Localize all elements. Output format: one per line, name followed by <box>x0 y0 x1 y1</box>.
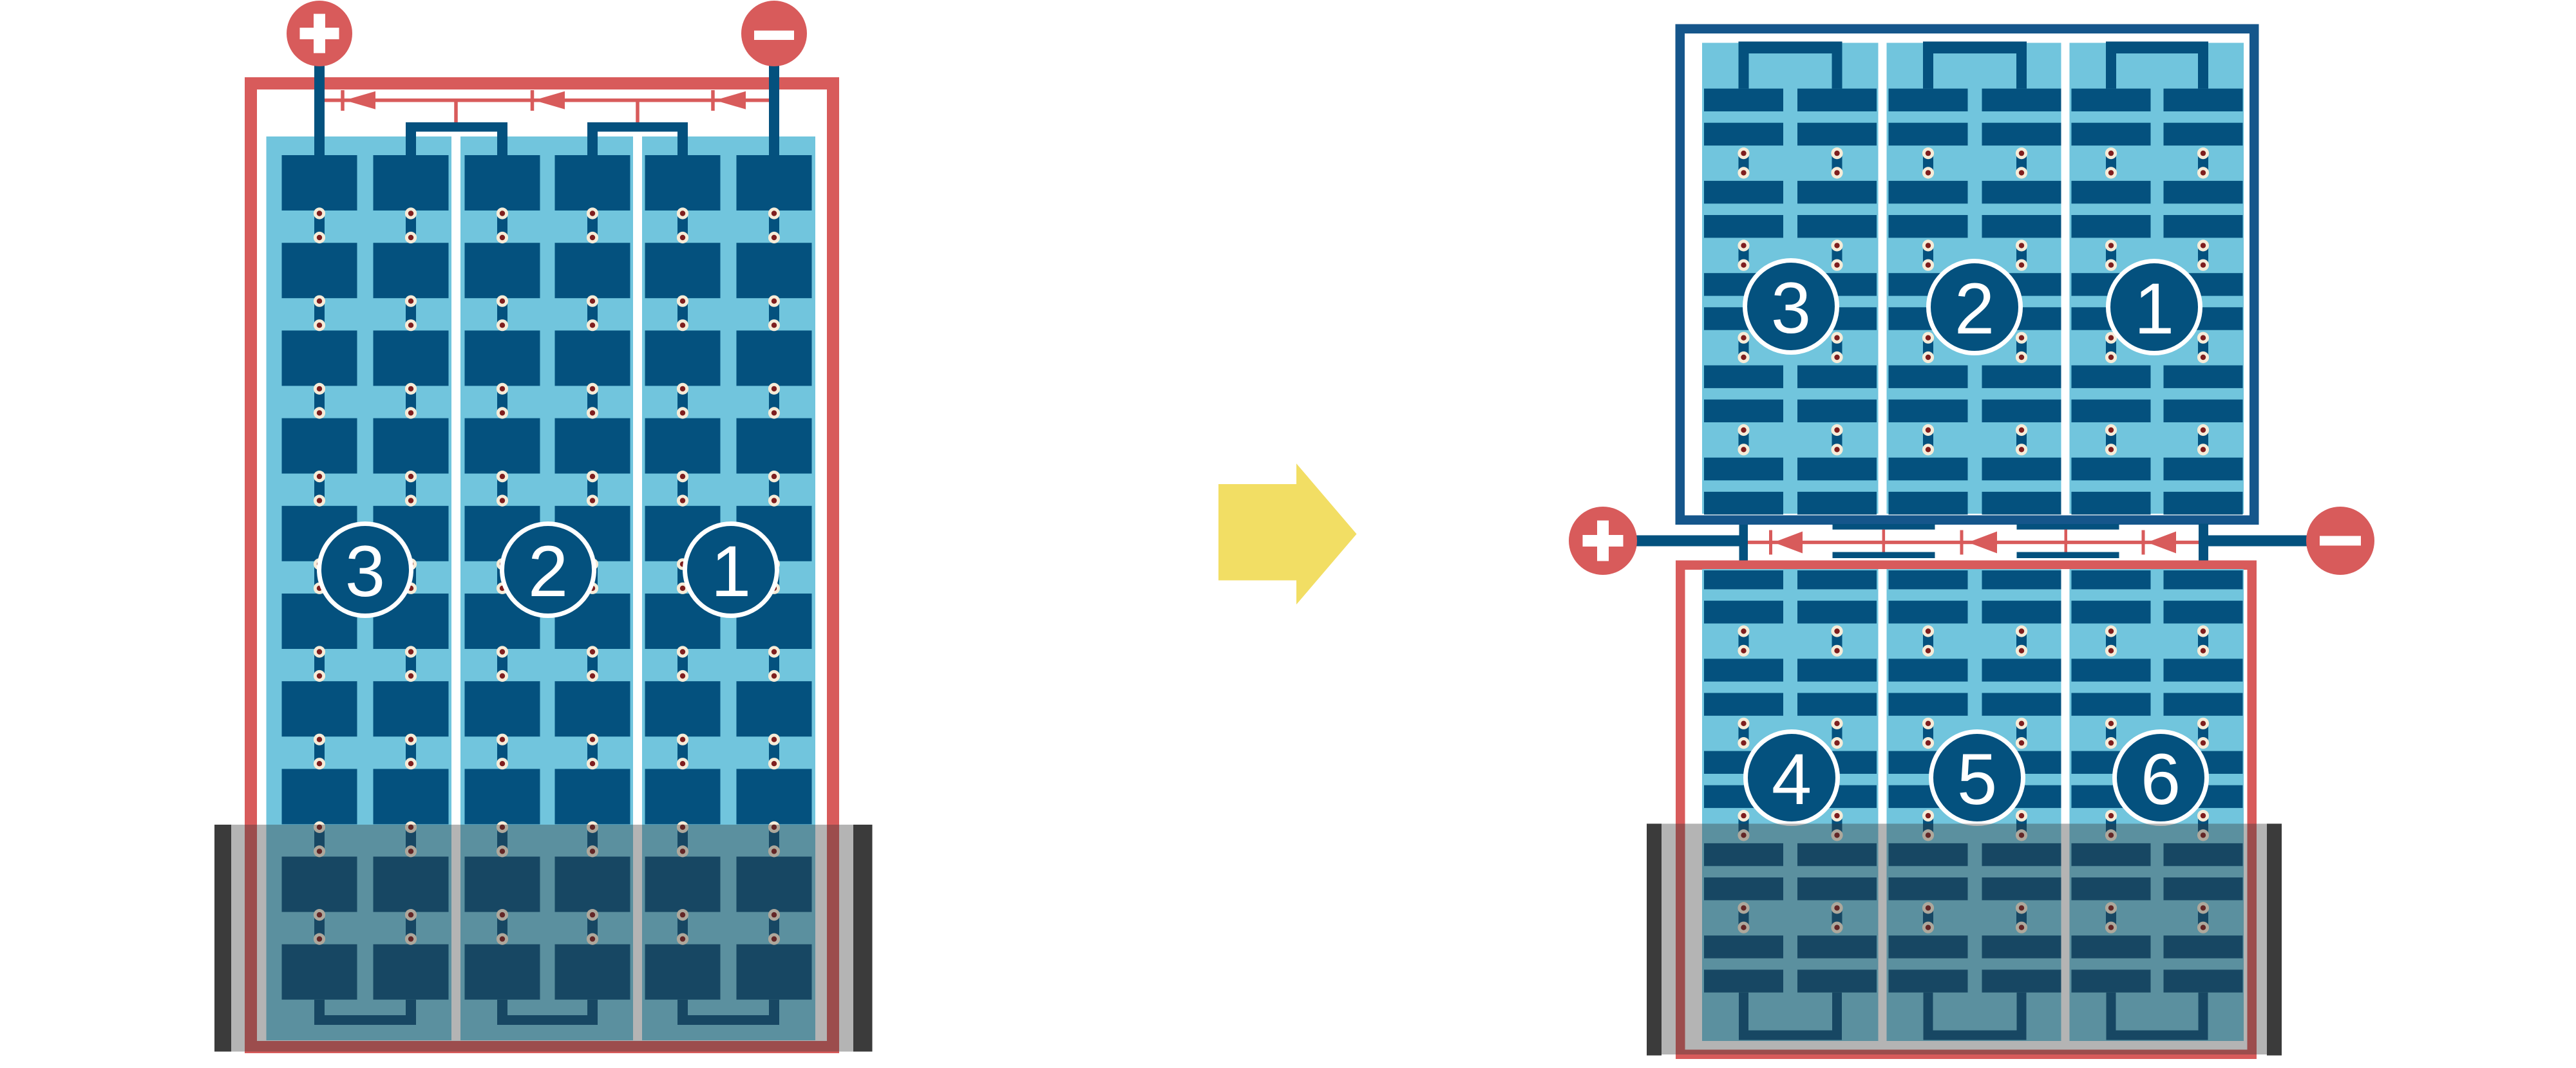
svg-text:5: 5 <box>1957 739 1997 820</box>
svg-text:3: 3 <box>345 531 385 612</box>
svg-text:6: 6 <box>2141 739 2181 820</box>
svg-text:1: 1 <box>2134 268 2174 349</box>
svg-text:2: 2 <box>1955 268 1994 349</box>
svg-text:3: 3 <box>1771 268 1811 348</box>
svg-text:1: 1 <box>711 531 751 612</box>
svg-text:4: 4 <box>1772 739 1812 820</box>
svg-text:2: 2 <box>528 531 568 612</box>
